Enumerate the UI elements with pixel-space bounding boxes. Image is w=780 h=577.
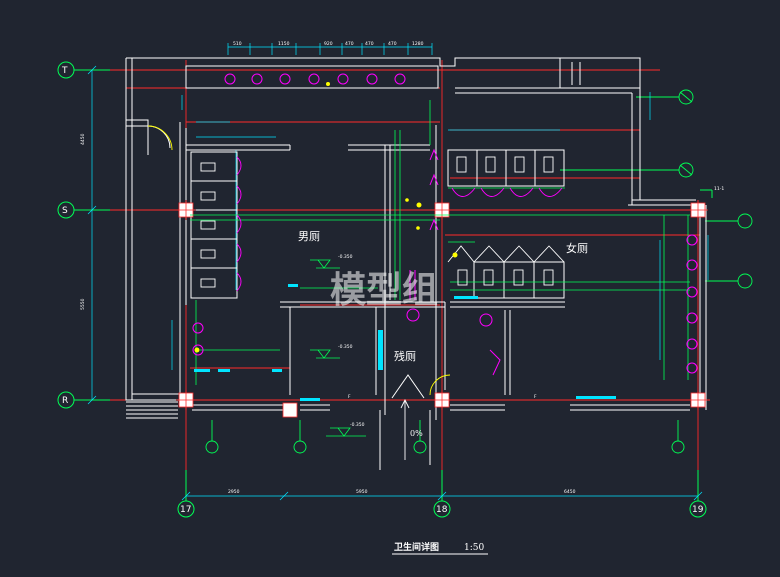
room-label-womens: 女厕 [566,241,588,255]
section-mark [700,189,713,198]
womens-toilets-upper [456,156,554,286]
dim-left-2: 5550 [80,298,86,310]
grid-label-19: 19 [692,505,704,515]
columns [176,200,708,418]
top-fixture-dots [326,82,330,86]
stall-door-arcs [236,156,563,292]
grid-label-s: S [62,206,68,216]
dim-bottom-2: 5950 [356,489,368,495]
level-corridor: -0.350 [350,422,365,428]
dim-left-1: 4450 [80,133,86,145]
grid-label-17: 17 [180,505,191,515]
grid-bubbles [57,61,707,518]
slope-label: 0% [410,429,423,438]
drawing-scale: 1:50 [464,543,484,553]
door-mark-2: F [534,394,537,400]
section-mark-label: 11-1 [714,186,724,192]
dim-top-6: 470 [388,41,397,47]
center-fixtures [192,148,501,376]
room-label-accessible: 残厕 [394,349,416,363]
pipes [190,100,690,385]
right-basins [686,234,698,374]
grid-label-t: T [61,66,68,76]
door-swing [147,125,173,151]
dim-top-1: 510 [233,41,242,47]
level-mens: -0.350 [338,254,353,260]
drawing-title: 卫生间详图 [394,541,439,553]
dim-top-4: 470 [345,41,354,47]
stall-doors-women [447,245,565,263]
grid-label-18: 18 [436,505,448,515]
level-mens-lower: -0.350 [338,344,353,350]
slope-arrow [400,398,410,460]
room-label-mens: 男厕 [298,230,320,243]
door-mark-1: F [348,394,351,400]
top-fixtures [224,73,406,85]
level-markers [310,259,366,437]
axis-lines [75,60,710,470]
sub-axis-bubbles [205,89,753,454]
dim-bottom-3: 6450 [564,489,576,495]
mens-toilets [200,162,216,288]
dim-top-5: 470 [365,41,374,47]
yellow-markers [194,198,458,353]
door-swing-right [429,374,451,396]
watermark: 模型组 [330,270,438,311]
grid-label-r: R [62,396,68,406]
dim-top-2: 1150 [278,41,290,47]
dim-bottom-1: 2950 [228,489,240,495]
hatch-fragments [194,284,616,401]
dim-top-7: 1280 [412,41,424,47]
dim-top-3: 920 [324,41,333,47]
walls [125,57,707,470]
